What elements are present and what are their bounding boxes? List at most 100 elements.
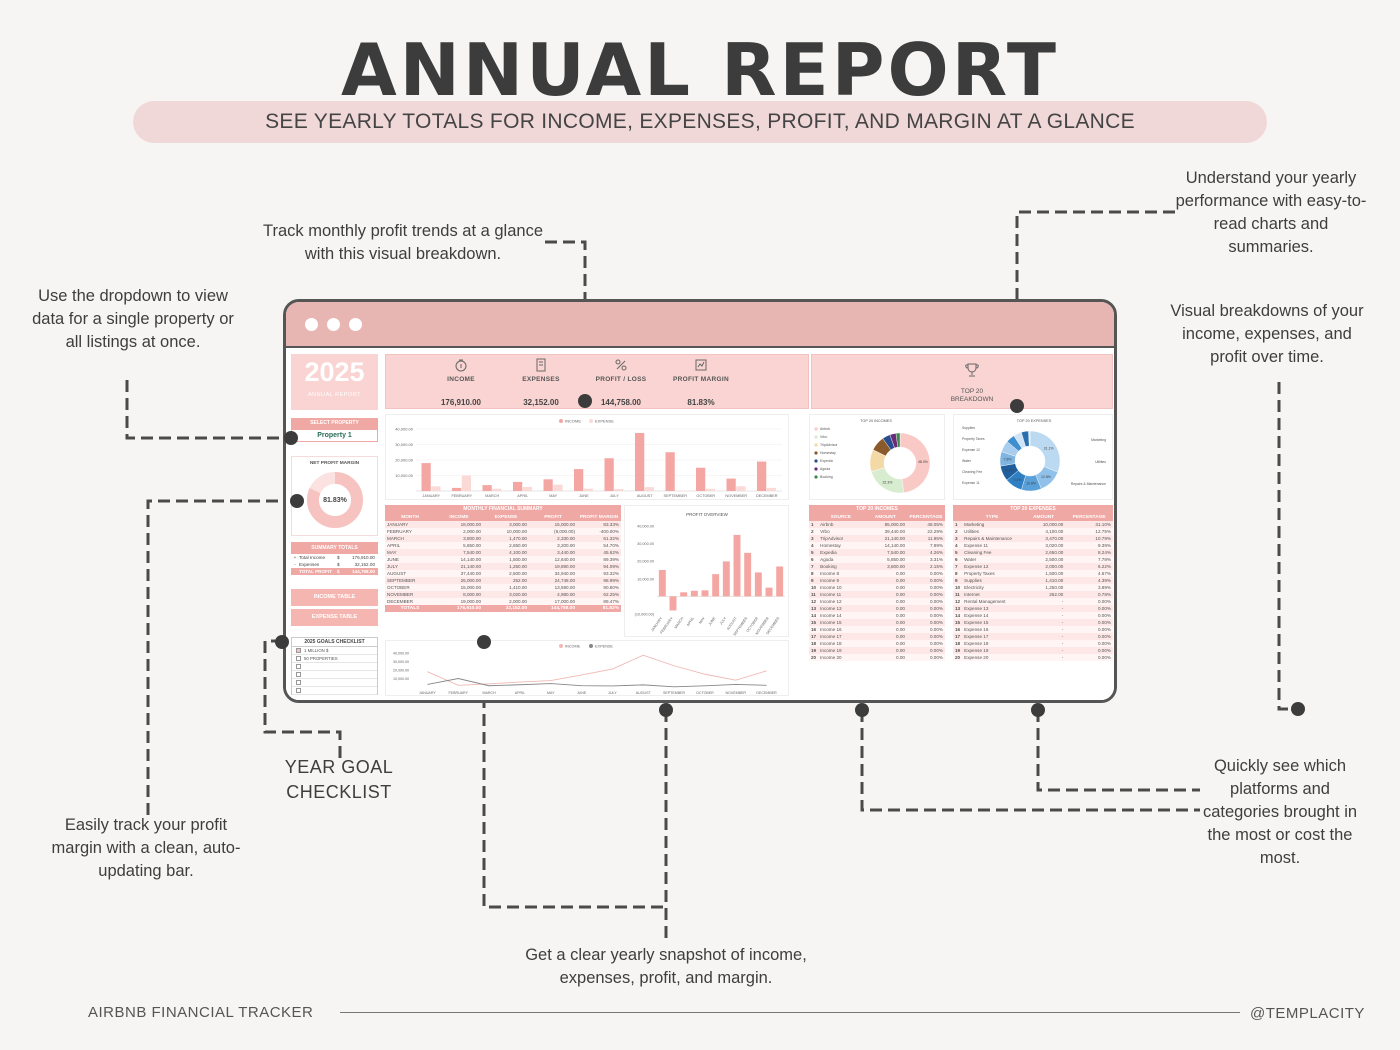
table-cell: 19 — [809, 647, 819, 654]
summary-sign: - — [294, 562, 296, 567]
table-cell: 2,000.00 — [435, 528, 483, 535]
table-total-cell: TOTALS — [385, 605, 435, 612]
window-titlebar — [286, 302, 1114, 348]
table-cell: 0.00 — [863, 633, 907, 640]
table-cell: Expense 13 — [962, 605, 1022, 612]
connector-quick-left — [860, 710, 1200, 812]
table-cell: 7,540.00 — [863, 549, 907, 556]
table-cell: Homestay — [818, 542, 864, 549]
table-cell: 5,850.00 — [863, 556, 907, 563]
table-cell: - — [1021, 640, 1066, 647]
goals-checklist-label: 2025 GOALS CHECKLIST — [292, 638, 377, 647]
goal-checkbox[interactable] — [296, 680, 301, 685]
property-dropdown[interactable]: Property 1 — [291, 429, 378, 442]
summary-sign — [291, 568, 299, 575]
x-tick-label: APRIL — [686, 616, 695, 627]
table-total-cell: 81.83% — [577, 605, 621, 612]
kpi-value: 144,758.00 — [600, 398, 642, 407]
table-cell: (8,000.00) — [529, 528, 577, 535]
table-cell: 2,500.00 — [483, 570, 529, 577]
slice-label: 7.8% — [1004, 458, 1012, 462]
table-cell: 0.00 — [863, 640, 907, 647]
y-tick-label: 10,000.00 — [637, 577, 654, 581]
expense-table-button[interactable]: EXPENSE TABLE — [291, 609, 378, 626]
bar-income — [634, 432, 645, 491]
table-cell: 61.32% — [577, 535, 621, 542]
goal-checkbox[interactable] — [296, 688, 301, 693]
connector-dot-goals — [275, 635, 289, 649]
table-cell: Agoda — [818, 556, 864, 563]
table-cell: 0.00% — [1065, 605, 1113, 612]
table-cell: 10 — [953, 584, 963, 591]
table-cell: 7.78% — [1065, 556, 1113, 563]
chart-title: TOP 20 INCOMES — [860, 419, 892, 423]
profit-bar — [701, 590, 709, 597]
table-cell: 15 — [809, 619, 819, 626]
pie-slice — [1029, 430, 1061, 473]
table-cell: 0.00% — [1065, 633, 1113, 640]
connector-dropdown — [125, 380, 290, 440]
table-cell: 15 — [953, 619, 963, 626]
table-cell: 4 — [809, 542, 819, 549]
income-table-button[interactable]: INCOME TABLE — [291, 589, 378, 606]
table-cell: 3,020.00 — [1021, 542, 1066, 549]
table-cell: 1,470.00 — [483, 535, 529, 542]
legend-label: Booking — [820, 475, 833, 479]
x-tick-label: JANUARY — [419, 691, 436, 695]
table-cell: Expense 11 — [962, 542, 1022, 549]
slice-label: 8.2% — [1006, 469, 1014, 473]
x-tick-label: OCTOBER — [696, 691, 714, 695]
table-cell: Electricity — [962, 584, 1022, 591]
goals-checklist: 2025 GOALS CHECKLIST 1 MILLION $50 PROPE… — [291, 637, 378, 695]
table-cell: Supplies — [962, 577, 1022, 584]
table-cell: 0.00% — [907, 633, 945, 640]
summary-currency: $ — [337, 569, 340, 574]
table-cell: Income 12 — [818, 598, 864, 605]
select-property: SELECT PROPERTY Property 1 — [291, 418, 378, 448]
callout-visual-breakdowns: Visual breakdowns of your income, expens… — [1170, 302, 1364, 366]
table-cell: 90.60% — [577, 584, 621, 591]
table-cell: 8 — [953, 570, 963, 577]
table-cell: 2 — [953, 528, 963, 535]
window-dot-1[interactable] — [305, 318, 318, 331]
table-cell: 14,140.00 — [435, 556, 483, 563]
legend-swatch — [559, 419, 563, 423]
bar-income — [604, 458, 614, 491]
kpi-label: PROFIT / LOSS — [595, 376, 647, 383]
table-cell: 3 — [809, 535, 819, 542]
goal-checkbox[interactable] — [296, 664, 301, 669]
callout-snapshot: Get a clear yearly snapshot of income, e… — [525, 946, 807, 987]
table-cell: 54.70% — [577, 542, 621, 549]
y-tick-label: 20,000.00 — [393, 669, 409, 673]
table-cell: 13,590.00 — [529, 584, 577, 591]
window-dot-2[interactable] — [327, 318, 340, 331]
table-cell: 0.00% — [907, 605, 945, 612]
connector-dot-expenses — [1031, 703, 1045, 717]
y-tick-label: 10,000.00 — [393, 677, 409, 681]
goal-checkbox[interactable] — [296, 648, 301, 653]
y-tick-label: 40,000.00 — [395, 427, 414, 432]
bar-income — [512, 481, 523, 491]
goal-checkbox[interactable] — [296, 672, 301, 677]
table-cell: 2,650.00 — [483, 542, 529, 549]
summary-value: 176,910.00 — [352, 555, 375, 560]
window-dot-3[interactable] — [349, 318, 362, 331]
x-tick-label: MARCH — [674, 616, 685, 629]
table-cell: JULY — [385, 563, 435, 570]
legend-label: Water — [962, 459, 972, 463]
table-cell: Repairs & Maintenance — [962, 535, 1022, 542]
page-subtitle: SEE YEARLY TOTALS FOR INCOME, EXPENSES, … — [133, 101, 1267, 143]
legend-label: Airbnb — [820, 427, 830, 431]
goal-checkbox[interactable] — [296, 656, 301, 661]
table-cell: 17,000.00 — [529, 598, 577, 605]
